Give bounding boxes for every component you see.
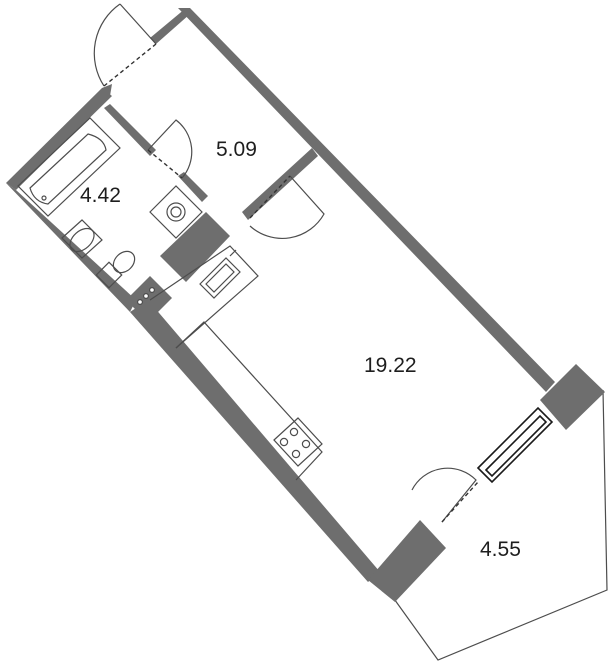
balcony-area-label: 4.55	[480, 538, 521, 561]
kitchen-sink-icon	[199, 249, 241, 299]
stove-icon	[273, 417, 323, 467]
hallway-area-label: 5.09	[216, 138, 257, 161]
bathroom-area-label: 4.42	[80, 184, 121, 207]
washing-machine-icon	[149, 185, 203, 239]
kitchen-counter	[149, 245, 323, 481]
entrance-door	[93, 3, 157, 87]
bathroom-door	[147, 119, 193, 179]
living-area-label: 19.22	[364, 354, 417, 377]
balcony-outline	[391, 389, 608, 661]
vent-icon	[137, 287, 156, 306]
toilet-icon	[95, 250, 136, 289]
balcony-door	[411, 467, 479, 523]
exterior-walls	[6, 8, 605, 602]
bathtub-icon	[17, 117, 121, 217]
living-door	[249, 175, 325, 239]
sink-icon	[61, 219, 103, 259]
balcony-window	[476, 406, 554, 484]
